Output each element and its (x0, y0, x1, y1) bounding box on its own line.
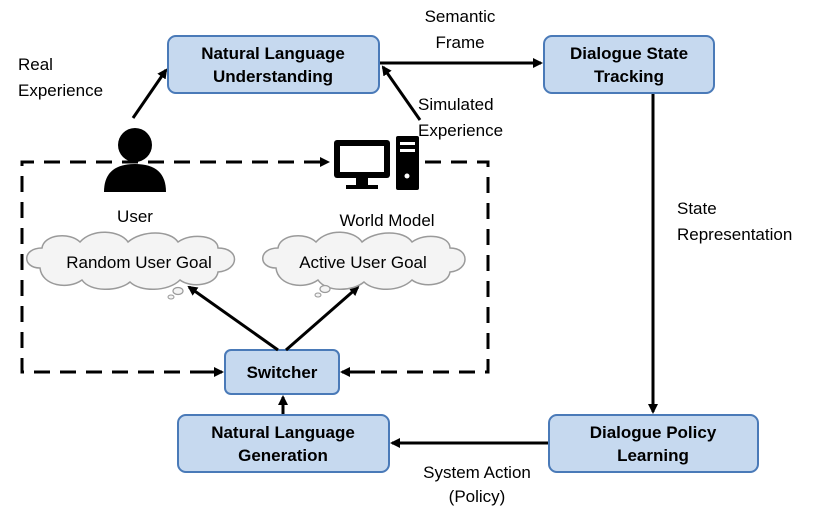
system-action-label-line2: (Policy) (449, 487, 506, 506)
simulated-experience-label-line1: Simulated (418, 95, 494, 114)
nlg-label-line1: Natural Language (211, 423, 355, 442)
nlg-label-line2: Generation (238, 446, 328, 465)
active-user-goal-cloud: Active User Goal (262, 231, 466, 298)
random-user-goal-label: Random User Goal (66, 253, 212, 272)
user-label: User (117, 207, 153, 226)
simulated-experience-label-line2: Experience (418, 121, 503, 140)
system-action-label-line1: System Action (423, 463, 531, 482)
arrow-switcher-to-active-goal (285, 285, 360, 352)
arrow-worldmodel-to-nlu (381, 65, 422, 121)
nlg-box: Natural Language Generation (177, 414, 390, 473)
arrow-switcher-to-random-goal (187, 285, 279, 352)
person-icon (104, 128, 166, 192)
switcher-label: Switcher (247, 363, 318, 382)
nlu-label-line1: Natural Language (201, 44, 345, 63)
world-model-boundary (20, 160, 490, 374)
switcher-box: Switcher (224, 349, 340, 395)
real-experience-label-line1: Real (18, 55, 53, 74)
semantic-frame-label-line2: Frame (435, 33, 484, 52)
arrow-user-to-nlu (131, 68, 168, 119)
nlu-box: Natural Language Understanding (167, 35, 380, 94)
dpl-box: Dialogue Policy Learning (548, 414, 759, 473)
state-representation-label-line2: Representation (677, 225, 792, 244)
world-model-label: World Model (339, 211, 434, 230)
real-experience-label-line2: Experience (18, 81, 103, 100)
random-user-goal-cloud: Random User Goal (26, 231, 236, 300)
state-representation-label-line1: State (677, 199, 717, 218)
computer-icon (334, 136, 419, 190)
dpl-label-line1: Dialogue Policy (590, 423, 717, 442)
dst-label-line1: Dialogue State (570, 44, 688, 63)
nlu-label-line2: Understanding (213, 67, 333, 86)
semantic-frame-label-line1: Semantic (425, 7, 496, 26)
active-user-goal-label: Active User Goal (299, 253, 427, 272)
dst-box: Dialogue State Tracking (543, 35, 715, 94)
dpl-label-line2: Learning (617, 446, 689, 465)
dst-label-line2: Tracking (594, 67, 664, 86)
